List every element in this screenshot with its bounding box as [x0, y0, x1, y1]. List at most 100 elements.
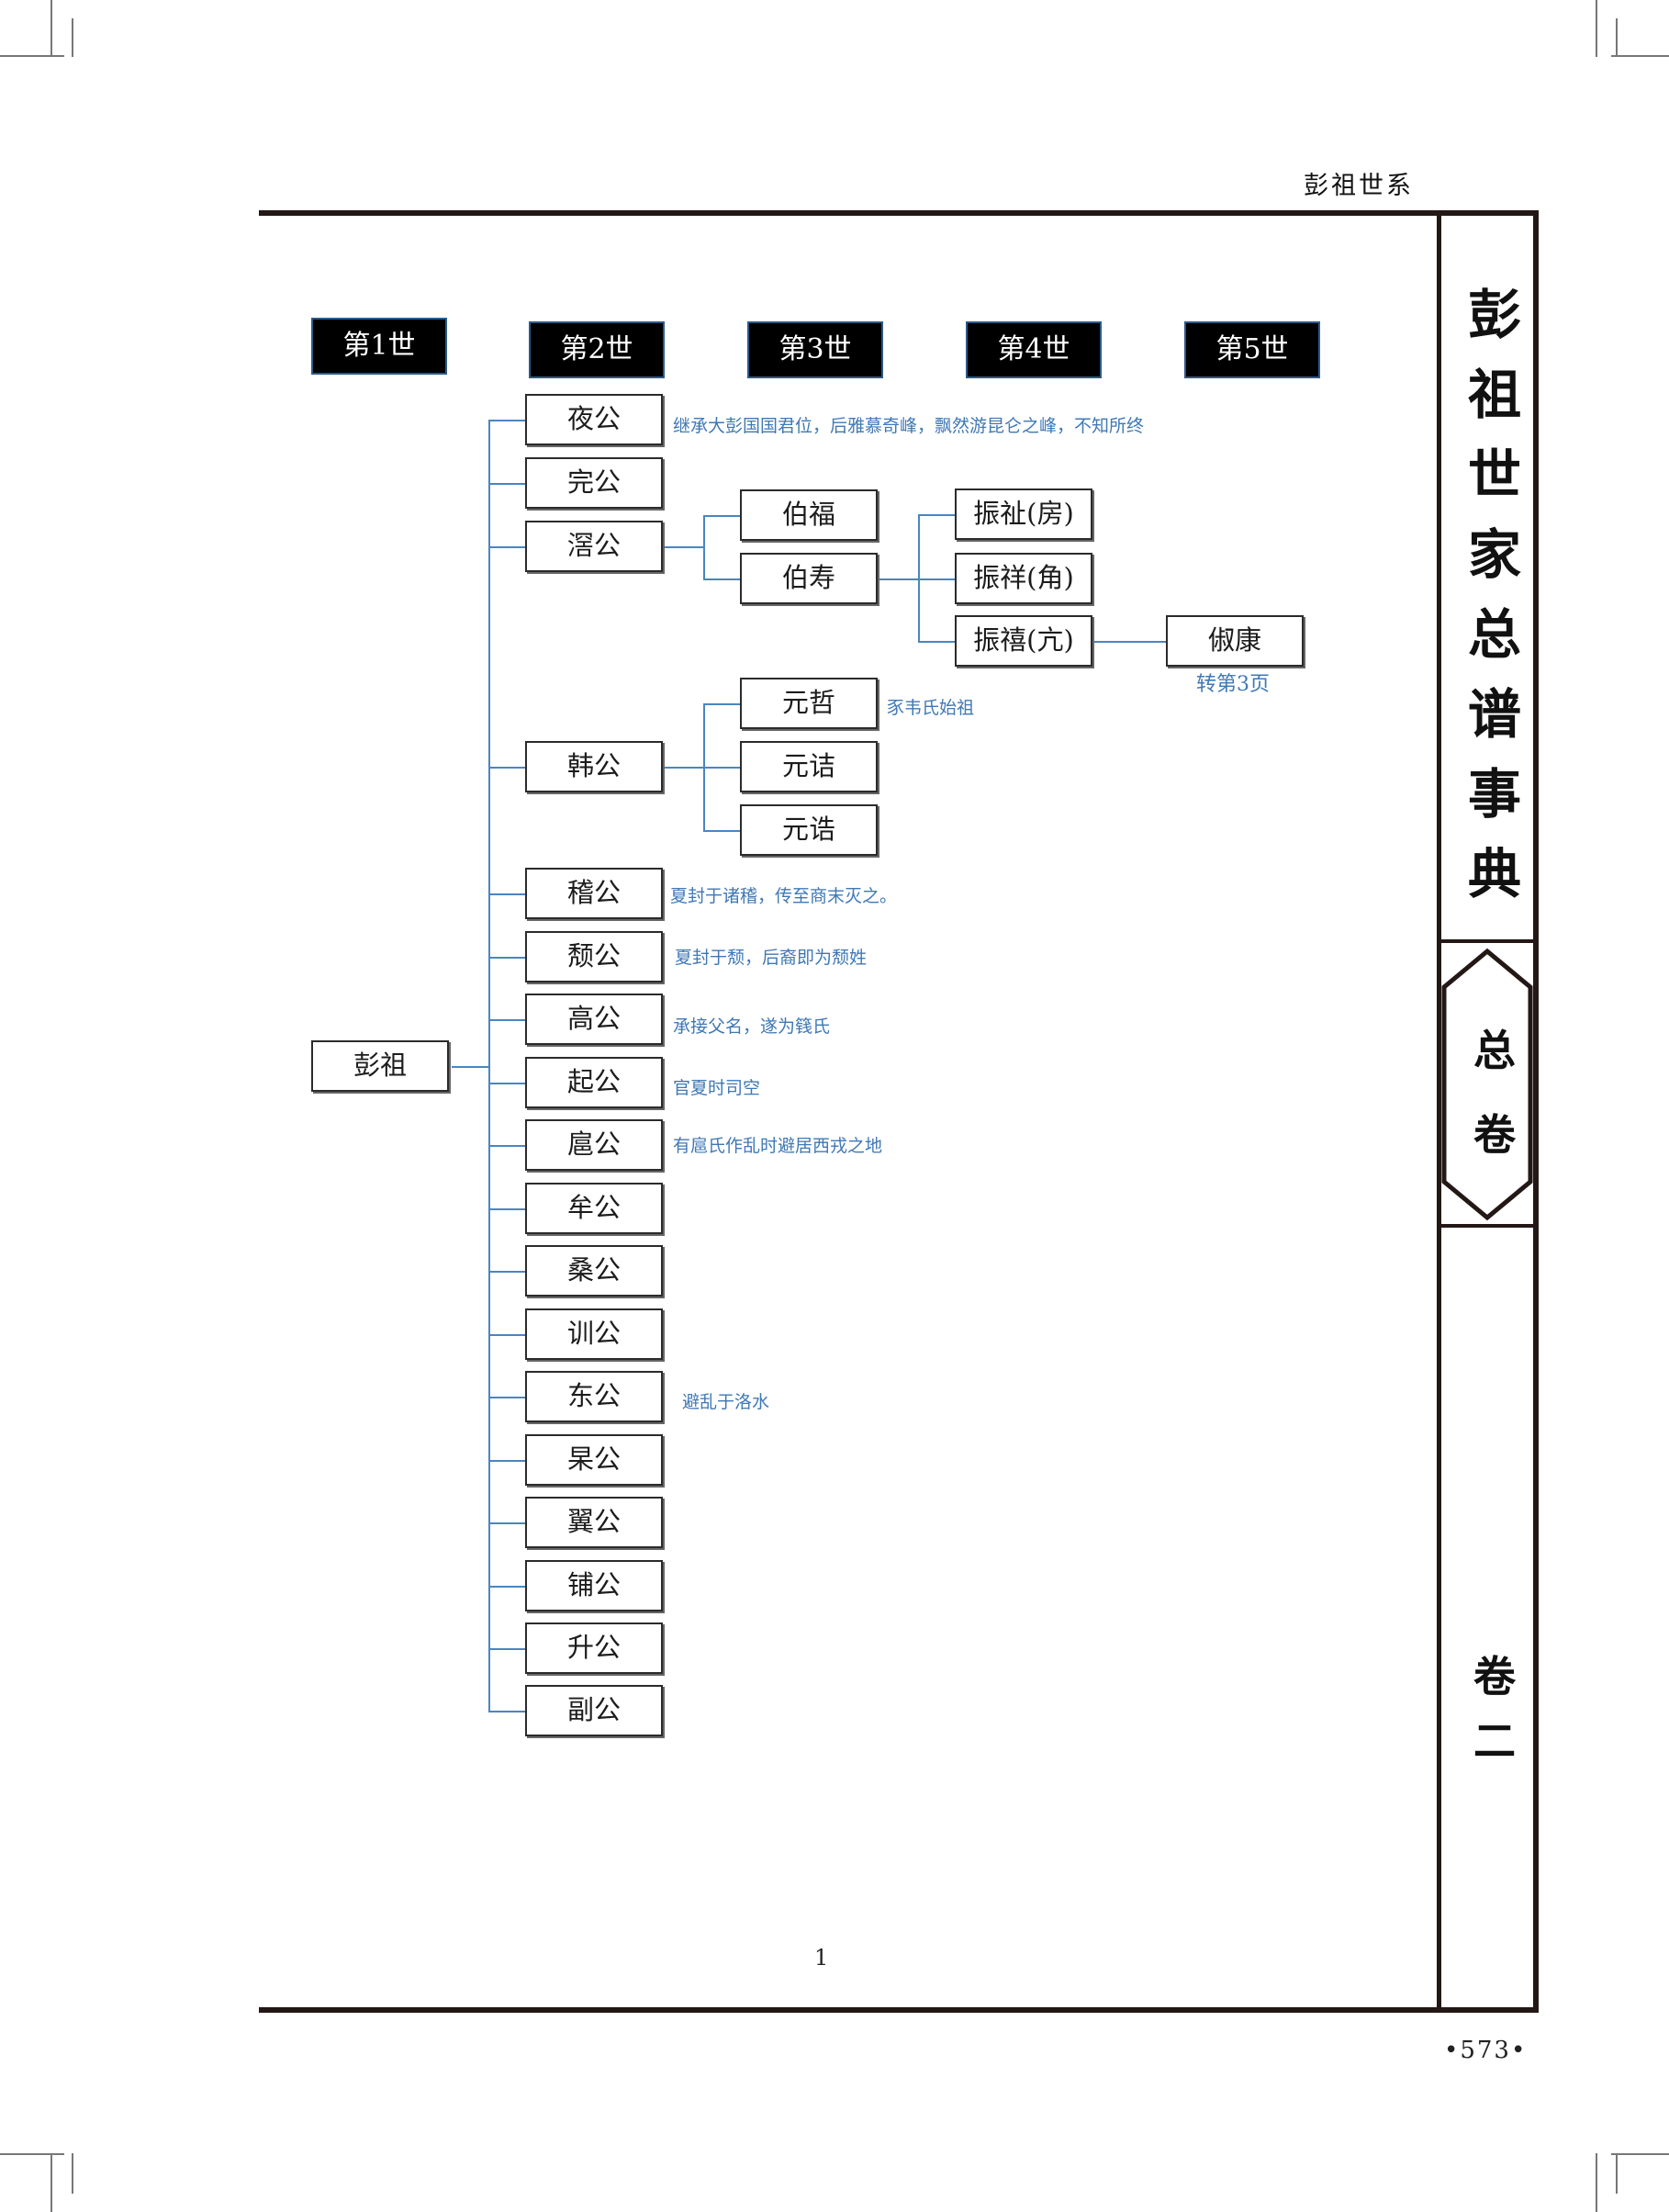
volume-char: 卷	[1473, 1652, 1516, 1701]
sidebar-right-rule	[1533, 210, 1539, 2013]
person-gen3: 元诰	[740, 804, 878, 856]
person-note: 承接父名，遂为篯氏	[673, 1016, 831, 1037]
connector	[703, 830, 740, 832]
connector	[488, 420, 525, 421]
person-gen2: 牟公	[525, 1183, 663, 1234]
crop-mark	[1596, 0, 1597, 57]
person-gen4: 振祥(角)	[955, 553, 1092, 604]
generation-header-4: 第4世	[966, 321, 1102, 378]
person-note: 官夏时司空	[673, 1078, 761, 1098]
person-note: 继承大彭国国君位，后雅慕奇峰，飘然游昆仑之峰，不知所终	[673, 416, 1145, 436]
person-gen2: 铺公	[525, 1560, 663, 1611]
top-rule	[259, 210, 1539, 216]
person-gen3: 伯寿	[740, 553, 878, 604]
connector	[703, 578, 740, 580]
person-gen2: 高公	[525, 994, 663, 1045]
title-char: 家	[1467, 523, 1521, 586]
connector	[703, 515, 740, 517]
person-gen5: 俶康	[1166, 615, 1304, 667]
connector	[878, 578, 918, 580]
crop-mark	[50, 0, 52, 57]
person-gen2: 副公	[525, 1685, 663, 1736]
person-note: 夏封于颓，后裔即为颓姓	[675, 948, 868, 968]
connector	[488, 483, 525, 485]
crop-mark	[0, 55, 64, 57]
title-char: 事	[1467, 763, 1521, 825]
person-gen2: 东公	[525, 1371, 663, 1422]
running-head: 彭祖世系	[1304, 172, 1414, 200]
page-number: •573•	[1444, 2037, 1528, 2064]
person-gen2: 起公	[525, 1057, 663, 1108]
inner-page-number: 1	[814, 1945, 829, 1971]
person-gen2: 颓公	[525, 931, 663, 982]
generation-header-2: 第2世	[529, 321, 665, 378]
person-note: 豕韦氏始祖	[887, 698, 975, 718]
crop-mark	[1611, 2153, 1669, 2155]
connector	[488, 1208, 525, 1210]
connector	[663, 767, 703, 769]
crop-mark	[72, 2153, 73, 2194]
connector	[488, 1586, 525, 1588]
person-gen2: 桑公	[525, 1245, 663, 1297]
title-char: 典	[1467, 843, 1521, 905]
title-char: 祖	[1467, 364, 1521, 426]
generation-header-5: 第5世	[1184, 321, 1320, 378]
title-char: 世	[1467, 444, 1521, 506]
person-gen2: 升公	[525, 1623, 663, 1674]
connector	[488, 767, 525, 769]
bottom-rule	[259, 2007, 1539, 2013]
connector	[488, 1083, 525, 1084]
connector	[918, 514, 955, 516]
person-note: 避乱于洛水	[682, 1392, 770, 1412]
person-gen3: 元哲	[740, 678, 878, 729]
connector	[663, 546, 703, 548]
crop-mark	[1616, 18, 1618, 57]
connector	[703, 515, 705, 578]
section-char: 总	[1473, 1026, 1516, 1075]
continuation-note: 转第3页	[1196, 673, 1270, 696]
connector	[488, 957, 525, 959]
person-gen2: 稽公	[525, 868, 663, 919]
title-char: 彭	[1467, 284, 1521, 346]
connector	[488, 420, 490, 1711]
generation-header-1: 第1世	[311, 318, 447, 375]
crop-mark	[1616, 2153, 1618, 2194]
connector	[488, 1711, 525, 1712]
person-gen2: 完公	[525, 457, 663, 509]
person-gen2: 夜公	[525, 394, 663, 445]
connector	[703, 767, 740, 769]
person-gen4: 振禧(亢)	[955, 615, 1092, 667]
crop-mark	[1596, 2153, 1597, 2212]
section-hexagon	[1441, 948, 1533, 1221]
connector	[1092, 641, 1166, 643]
person-gen2: 滘公	[525, 521, 663, 572]
connector	[488, 1271, 525, 1273]
crop-mark	[0, 2153, 64, 2155]
person-gen2: 扈公	[525, 1119, 663, 1171]
connector	[918, 578, 955, 580]
connector	[488, 1522, 525, 1524]
connector	[488, 1648, 525, 1650]
person-gen3: 元诘	[740, 741, 878, 792]
person-gen2: 韩公	[525, 741, 663, 792]
crop-mark	[72, 18, 73, 57]
connector	[452, 1066, 488, 1068]
section-char: 卷	[1473, 1110, 1516, 1160]
connector	[488, 1460, 525, 1462]
title-char: 总	[1467, 603, 1521, 666]
person-root: 彭祖	[311, 1040, 449, 1092]
title-char: 谱	[1467, 683, 1521, 746]
person-note: 有扈氏作乱时避居西戎之地	[673, 1136, 883, 1156]
person-gen2: 杲公	[525, 1434, 663, 1486]
generation-header-3: 第3世	[747, 321, 883, 378]
crop-mark	[50, 2153, 52, 2212]
connector	[918, 641, 955, 643]
connector	[488, 1019, 525, 1021]
volume-char: 二	[1473, 1716, 1516, 1766]
connector	[488, 893, 525, 895]
crop-mark	[1611, 55, 1669, 57]
person-gen2: 训公	[525, 1308, 663, 1360]
sidebar-divider	[1441, 939, 1533, 943]
sidebar-title: 彭 祖 世 家 总 谱 事 典	[1449, 275, 1540, 915]
connector	[488, 1145, 525, 1147]
